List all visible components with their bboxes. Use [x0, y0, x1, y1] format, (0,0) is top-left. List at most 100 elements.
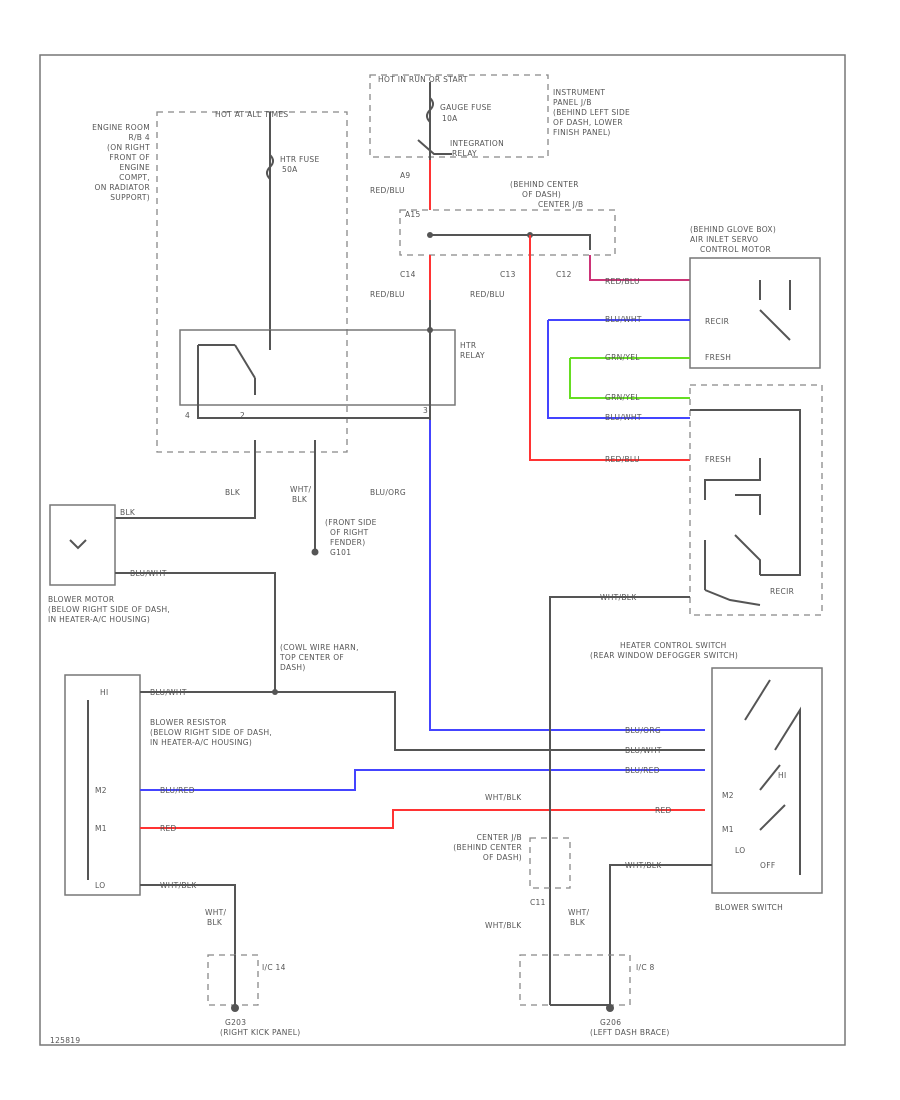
grn-yel-wire-2 [569, 358, 690, 399]
htr-fuse-label: HTR FUSE [280, 155, 320, 164]
blu-red-label: BLU/RED [160, 786, 195, 795]
heater-control-switch-label: HEATER CONTROL SWITCH(REAR WINDOW DEFOGG… [590, 641, 738, 660]
ic8-box [519, 954, 631, 1006]
red-wire [140, 809, 705, 829]
red-sw-label: RED [655, 806, 672, 815]
relay-pin-4: 4 [185, 411, 190, 420]
c14-label: C14 [400, 270, 416, 279]
heater-switch-fresh-contact [704, 458, 761, 515]
blower-switch-m2: M2 [722, 791, 734, 800]
red-blu-label-4: RED/BLU [605, 277, 640, 286]
blu-wht-motor-label: BLU/WHT [130, 569, 167, 578]
blk-wire [115, 440, 256, 519]
red-blu-label-3: RED/BLU [470, 290, 505, 299]
htr-relay-box [179, 329, 456, 406]
wht-blk-lo-label: WHT/BLK [160, 881, 197, 890]
relay-pin-3: 3 [423, 406, 428, 415]
g203-label: G203(RIGHT KICK PANEL) [220, 1018, 300, 1037]
blower-switch-box [711, 667, 823, 894]
wht-blk-sw-label: WHT/BLK [485, 793, 522, 802]
ic8-label: I/C 8 [636, 963, 655, 972]
a9-label: A9 [400, 171, 411, 180]
center-jb-bottom-box [529, 837, 571, 889]
gauge-fuse-label: GAUGE FUSE [440, 103, 492, 112]
fresh-label-2: FRESH [705, 455, 731, 464]
g203-ground-dot [231, 1004, 239, 1012]
blower-switch-hi: HI [778, 771, 786, 780]
wht-blk-gnd3-label: WHT/BLK [568, 908, 590, 927]
c13-label: C13 [500, 270, 516, 279]
c11-label: C11 [530, 898, 546, 907]
blower-motor-blk-label: BLK [120, 508, 136, 517]
blower-switch-contacts [744, 679, 801, 875]
wht-blk-sw2-wire [609, 864, 712, 1005]
red-blu-label-1: RED/BLU [370, 186, 405, 195]
blower-motor-label: BLOWER MOTOR(BELOW RIGHT SIDE OF DASH,IN… [48, 595, 170, 624]
resistor-lo-label: LO [95, 881, 105, 890]
blower-switch-off: OFF [760, 861, 775, 870]
servo-motor-symbol [759, 280, 791, 341]
wht-blk-label: WHT/BLK [290, 485, 312, 504]
blu-wht-motor-wire [115, 572, 276, 690]
g206-label: G206(LEFT DASH BRACE) [590, 1018, 670, 1037]
blu-org-wire [429, 420, 705, 731]
blower-motor-box [49, 504, 116, 586]
blu-wht-servo-label: BLU/WHT [605, 315, 642, 324]
blower-switch-label: BLOWER SWITCH [715, 903, 783, 912]
ground-dot [311, 548, 319, 556]
wht-blk-recir-wire [549, 596, 690, 1005]
blu-wht-sw-label: BLU/WHT [625, 746, 662, 755]
wht-blk-gnd1-label: WHT/BLK [205, 908, 227, 927]
hot-run-start-label: HOT IN RUN OR START [378, 75, 468, 84]
blu-wht-2-wire [547, 320, 690, 419]
red-label: RED [160, 824, 177, 833]
resistor-m2-label: M2 [95, 786, 107, 795]
recir-label-2: RECIR [770, 587, 794, 596]
blu-org-label: BLU/ORG [370, 488, 406, 497]
instrument-panel-jb-box [369, 74, 549, 158]
ic14-label: I/C 14 [262, 963, 286, 972]
a15-label: A15 [405, 210, 421, 219]
red-blu-wire-d [589, 255, 690, 281]
blu-org-sw-label: BLU/ORG [625, 726, 661, 735]
relay-pin-2: 2 [240, 411, 245, 420]
air-inlet-servo-box [689, 257, 821, 369]
heater-switch-recir-contact [704, 534, 761, 606]
htr-fuse-symbol [266, 154, 274, 180]
gauge-fuse-amp: 10A [442, 114, 458, 123]
blower-switch-m1: M1 [722, 825, 734, 834]
diagram-border [39, 54, 846, 1046]
grn-yel-label-1: GRN/YEL [605, 353, 640, 362]
wht-blk-lo-wire [140, 884, 236, 955]
red-blu-label-5: RED/BLU [605, 455, 640, 464]
wht-blk-recir-label: WHT/BLK [600, 593, 637, 602]
integration-relay-symbol [417, 139, 452, 155]
blu-wht-2-label: BLU/WHT [605, 413, 642, 422]
blu-red-sw-label: BLU/RED [625, 766, 660, 775]
grn-yel-label-2: GRN/YEL [605, 393, 640, 402]
wht-blk-gnd2-label: WHT/BLK [485, 921, 522, 930]
blu-wht-hi-label: BLU/WHT [150, 688, 187, 697]
heater-control-switch-box [689, 384, 823, 616]
heater-switch-bus [690, 409, 801, 576]
junction-dot [427, 232, 433, 238]
blower-resistor-box [64, 674, 141, 896]
footer-code: 125819 [50, 1036, 80, 1045]
blower-switch-lo: LO [735, 846, 745, 855]
blk-label: BLK [225, 488, 241, 497]
hot-at-all-times-label: HOT AT ALL TIMES [215, 110, 288, 119]
center-jb-box [399, 209, 616, 256]
c12-label: C12 [556, 270, 572, 279]
center-jb-bus [430, 234, 591, 250]
blu-red-wire [140, 769, 705, 791]
blower-resistor-label: BLOWER RESISTOR(BELOW RIGHT SIDE OF DASH… [150, 718, 272, 747]
